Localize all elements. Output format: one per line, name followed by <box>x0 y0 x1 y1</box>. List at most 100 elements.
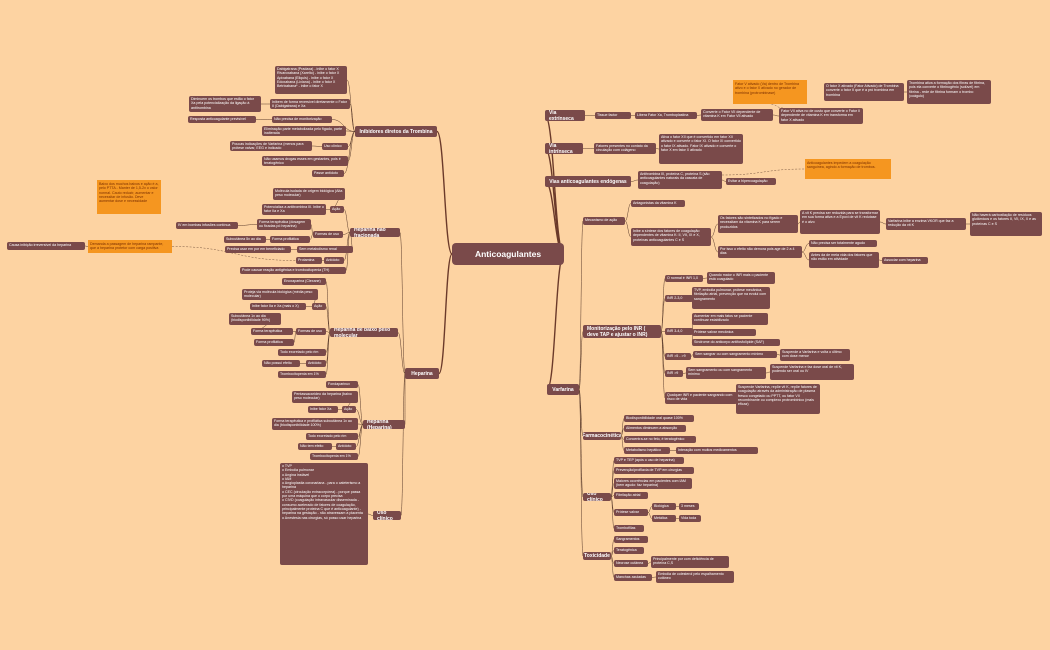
tox-bleeding[interactable]: Sangramentos <box>614 536 648 543</box>
uso-trombofilias[interactable]: Trombofilias <box>614 525 644 532</box>
inib-no-monitor[interactable]: Não precisa de monitorização <box>272 116 332 123</box>
tox-teratogenic[interactable]: Teratogênica <box>614 547 644 554</box>
hep-c-antidoto[interactable]: Antídoto <box>336 443 356 450</box>
uso-iam[interactable]: Maiores ocorrências em pacientes com IAM… <box>614 478 692 489</box>
inib-mechanism[interactable]: Diminuem os trombos que estão o fator Xa… <box>189 96 261 112</box>
ext-fvii[interactable]: Converte o Fator VII dependente de vitam… <box>701 109 773 121</box>
hep-hnf-benefit[interactable]: Precisa usar em por em beneficiado <box>225 246 291 253</box>
hep-b-origin[interactable]: Proteja via molécula biológica (média pe… <box>242 289 318 300</box>
inib-uso-clinico[interactable]: Uso clínico <box>322 143 348 150</box>
ext-trombina-fibrina[interactable]: Trombina ativa a formação dos fibras de … <box>907 80 991 104</box>
hep-hnf-prophylactic[interactable]: Forma profilática <box>270 236 310 243</box>
hep-b-therapeutic[interactable]: Forma terapêutica <box>251 328 293 335</box>
int-cascade[interactable]: Ativa o fator XII que é convertido em fa… <box>659 134 743 164</box>
uso-valve-life[interactable]: Vida toda <box>679 515 701 522</box>
varf-carboxylation[interactable]: Não haverá carboxilação de resíduos glut… <box>970 212 1042 236</box>
hep-hnf-protamina[interactable]: Protamina <box>296 257 322 264</box>
ext-fvii-activa[interactable]: Fator VII ativa no de custo que converte… <box>779 108 863 124</box>
int-contact[interactable]: Fatores presentes no contato da circulaç… <box>594 143 656 154</box>
hep-c-inhibit[interactable]: Inibe fator Xa <box>308 406 338 413</box>
hep-heparinoid[interactable]: Heparina (Heparina) <box>363 420 405 429</box>
uso-valve-bio[interactable]: Biológica <box>652 503 676 510</box>
branch-via-extrinseca[interactable]: Via extrínseca <box>545 110 585 121</box>
inib-reversible[interactable]: Inibem de forma reversível diretamente o… <box>270 99 350 109</box>
hep-b-no-effect[interactable]: Não possui efeito <box>262 360 300 367</box>
inib-elimination[interactable]: Eliminação parte metabolizada pelo fígad… <box>262 126 346 136</box>
varf-mecanismo[interactable]: Mecanismo de ação <box>583 217 625 225</box>
root-node[interactable]: Anticoagulantes <box>452 243 564 265</box>
hep-hnf-therapeutic[interactable]: Forma terapêutica (dosagem ou fixadas pó… <box>257 219 311 230</box>
inr-5-9-action[interactable]: Suspende a Varfarina e volta o último co… <box>780 349 850 361</box>
branch-vias-endogenas[interactable]: Vias anticoagulantes endógenas <box>545 176 631 187</box>
uso-tvp[interactable]: TVP e TEP (após o uso de heparina) <box>614 457 684 464</box>
inib-predictable[interactable]: Resposta anticoagulante previsível <box>188 116 256 123</box>
varf-heparin[interactable]: Associar com heparina <box>882 257 928 264</box>
varf-liver[interactable]: Os fatores são sintetizados no fígado e … <box>718 215 798 233</box>
inr-9[interactable]: INR >9 <box>665 370 683 377</box>
hep-b-inhibit[interactable]: Inibe fator IIa e Xa (mais o X) <box>250 303 306 310</box>
hep-b-renal[interactable]: Todo excretado pelo rim <box>278 349 326 356</box>
far-fetus[interactable]: Concentra-se no feto, é teratogênico <box>624 436 696 443</box>
inr-5-9[interactable]: INR >5 - >9 <box>665 353 691 360</box>
hep-uso-clinico[interactable]: Uso clínico <box>373 511 401 520</box>
hep-c-tih[interactable]: Trombocitopenia em 1% <box>310 453 358 460</box>
uso-fa[interactable]: Fibrilação atrial <box>614 492 648 499</box>
varf-delay-1[interactable]: Não precisa ser totalmente agudo <box>809 240 877 247</box>
inr-9-desc[interactable]: Sem sangramento ou com sangramento mínim… <box>686 367 766 379</box>
end-avoid[interactable]: Evitar a hipercoagulação <box>726 178 776 185</box>
varf-uso-clinico[interactable]: Uso clínico <box>583 493 611 501</box>
hep-hbpm[interactable]: Heparina de baixo peso molecular <box>330 328 398 337</box>
inr-3-4-valve[interactable]: Prótese valvar mecânica <box>692 329 756 336</box>
varf-toxicidade[interactable]: Toxicidade <box>583 552 611 560</box>
far-food[interactable]: Alimentos diminuem a absorção <box>624 425 686 432</box>
hep-hnf-iv[interactable]: IV em bombas infusões contínua <box>176 222 238 229</box>
varf-inhibit[interactable]: Inibe a síntese dos fatores de coagulaçã… <box>631 228 711 246</box>
varf-delay-2[interactable]: Antes da de meia vida dos fatores que nã… <box>809 252 879 268</box>
inr-3-4-desc[interactable]: Aumentar em mais fatos se paciente conti… <box>692 313 768 325</box>
far-hepatic[interactable]: Metabolismo hepático <box>624 447 670 454</box>
hep-note-irreversible[interactable]: Causa inibição irreversível da heparina <box>7 242 85 250</box>
hep-b-enoxaparina[interactable]: Enoxaparina (Clexane) <box>282 278 326 285</box>
hep-hnf-antidoto[interactable]: Antídoto <box>324 257 344 264</box>
varf-vkor[interactable]: Varfarina inibe a enzima VKOR que faz a … <box>886 218 966 230</box>
inr-normal[interactable]: O normal é INR 1,0 <box>665 275 703 282</box>
ext-fx-trombina[interactable]: O fator X ativado (Fator Ativado) de Tro… <box>824 83 904 101</box>
hep-b-tih[interactable]: Trombocitopenia em 1% <box>278 371 326 378</box>
hep-hnf[interactable]: Heparina não fracionada <box>350 228 400 237</box>
inr-2-3[interactable]: INR 2-3,0 <box>665 295 693 302</box>
ext-tissue-factor[interactable]: Tissue factor <box>595 112 631 119</box>
branch-via-intrinseca[interactable]: Via intrínseca <box>545 143 583 154</box>
varf-delay[interactable]: Por isso o efeito não demora pois age de… <box>718 246 802 258</box>
hep-hnf-potent[interactable]: Potencializa a antitrombina III. Inibe o… <box>262 204 326 215</box>
inr-9-action[interactable]: Suspende Varfarina e faz dose oral de vi… <box>770 364 854 380</box>
inr-2-3-desc[interactable]: TVP, embolia pulmonar, prótese mecânica,… <box>692 287 770 309</box>
far-interaction[interactable]: Interação com muitos medicamentos <box>676 447 758 454</box>
varf-monitor[interactable]: Monitorização pelo INR ( deve TAP e ajus… <box>583 325 661 338</box>
varf-antag[interactable]: Antagonistas da vitamina K <box>631 200 685 207</box>
inib-pregnancy[interactable]: Não usamos drogas esses em gestantes, po… <box>262 156 348 166</box>
hep-hnf-uso[interactable]: Formas de uso <box>313 231 343 238</box>
hep-hnf-tih[interactable]: Pode causar reação antigênica e tromboci… <box>240 267 346 274</box>
hep-hnf-origin[interactable]: Molécula isolada de origem biológica (Al… <box>273 188 345 200</box>
hep-hnf-sc[interactable]: Subcutânea 5x ao dia <box>224 236 266 243</box>
tox-blue-desc[interactable]: Embolia de colesterol pelo espalhamento … <box>656 571 734 583</box>
hep-c-sc[interactable]: Forma terapêutica e profilática subcutân… <box>272 418 358 430</box>
inr-bleeding[interactable]: Qualquer INR e paciente sangrando com ri… <box>665 392 737 404</box>
hep-c-no-effect[interactable]: Não tem efeito <box>298 443 332 450</box>
far-oral[interactable]: Biodisponibilidade oral quase 100% <box>624 415 694 422</box>
hep-b-prophylactic[interactable]: Forma profilática <box>254 339 294 346</box>
hep-b-uso[interactable]: Formas de uso <box>296 328 326 335</box>
inr-normal-desc[interactable]: Quando maior o INR mais o paciente está … <box>707 272 775 284</box>
ext-tromboplastina[interactable]: Libera Fator Xa, Tromboplastina <box>635 112 697 119</box>
end-natural[interactable]: Antitrombina III, proteína C, proteína S… <box>638 171 722 189</box>
inib-antidote[interactable]: Passe antídoto <box>312 170 344 177</box>
inib-drug-list[interactable]: Dabigatrana (Pradaxa) - inibe o fator X … <box>275 66 347 94</box>
hep-c-acao[interactable]: Ação <box>342 406 356 413</box>
inib-indications[interactable]: Poucas indicações de Varfarina (menos pa… <box>230 141 312 151</box>
hep-hnf-renal[interactable]: Sem metabolismo renal <box>297 246 353 253</box>
uso-valve[interactable]: Prótese valvar <box>614 509 648 516</box>
uso-valve-metal[interactable]: Metálica <box>652 515 676 522</box>
tox-blue[interactable]: Manchas azuladas <box>614 574 652 581</box>
hep-c-renal[interactable]: Todo excretado pelo rim <box>306 433 358 440</box>
hep-hnf-acao[interactable]: Ação <box>330 206 344 213</box>
